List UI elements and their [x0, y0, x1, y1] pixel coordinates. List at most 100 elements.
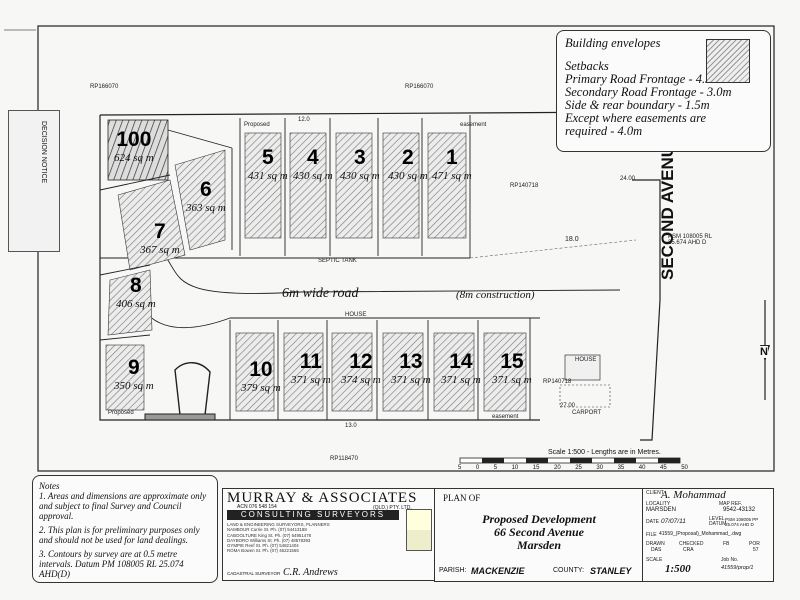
- lot-area: 371 sq m: [441, 374, 481, 386]
- note-2: 2. This plan is for preliminary purposes…: [39, 525, 200, 545]
- locality-label: LOCALITY: [646, 501, 671, 507]
- checked-label: CHECKED: [679, 541, 704, 547]
- lot-area: 367 sq m: [140, 244, 180, 256]
- second-avenue-label: SECOND AVENUE: [658, 133, 677, 280]
- client-value: A. Mohammad: [661, 489, 726, 501]
- locality-value: MARSDEN: [646, 507, 677, 513]
- lot-number: 8: [130, 274, 142, 297]
- lot-area: 406 sq m: [116, 298, 156, 310]
- scale-text: Scale 1:500 - Lengths are in Metres.: [548, 449, 661, 456]
- firm-emblem: [406, 509, 432, 551]
- firm-line: NAMBOUR Currie St. Ph. (07) 54413188: [227, 527, 307, 533]
- lot-number: 14: [449, 350, 473, 373]
- signature: C.R. Andrews: [283, 567, 338, 578]
- legend-line: Except where easements are: [565, 111, 707, 125]
- firm-line: CABOOLTURE King St. Ph. (07) 54951478: [227, 532, 312, 538]
- legend-line: Primary Road Frontage - 4.5m: [565, 72, 721, 86]
- lot-area: 374 sq m: [341, 374, 381, 386]
- lot-100-contours: [107, 119, 169, 181]
- level-value: PSM 108005 PP 25.074 AHD D: [725, 517, 759, 527]
- date-label: DATE: [646, 519, 659, 525]
- firm-line: ROMA Bowen St. Ph. (07) 46221565: [227, 548, 299, 554]
- lot-area: 430 sq m: [340, 170, 380, 182]
- firm-sub: (QLD.) PTY. LTD.: [373, 505, 412, 511]
- file-label: FILE: [646, 532, 657, 538]
- dim-24: 24.00: [620, 176, 636, 182]
- west-building-envelopes: [105, 149, 226, 411]
- mapref-label: MAP REF.: [719, 501, 742, 507]
- lot-number: 4: [307, 146, 319, 169]
- firm-line: GYMPIE Reef St. Ph. (07) 54821404: [227, 543, 299, 549]
- client-label: CLIENT: [646, 490, 664, 496]
- lot-area: 371 sq m: [291, 374, 331, 386]
- building-envelopes-legend: Building envelopes Setbacks Primary Road…: [556, 30, 771, 152]
- job-value: 41559/prop/1: [721, 565, 754, 571]
- firm-name: MURRAY & ASSOCIATES: [227, 490, 418, 506]
- lot-number: 11: [299, 350, 322, 373]
- road-ref-3: RP140718: [510, 183, 539, 189]
- firm-line: LAND & ENGINEERING SURVEYORS, PLANNERS: [227, 522, 330, 527]
- lot-number: 6: [200, 178, 212, 201]
- lot-number: 12: [349, 350, 373, 373]
- level-label: LEVEL DATUM: [709, 516, 727, 527]
- lot-area: 363 sq m: [186, 202, 226, 214]
- lot-area: 371 sq m: [391, 374, 431, 386]
- note-3: 3. Contours by survey are at 0.5 metre i…: [39, 549, 184, 579]
- scale-tick: 0: [475, 465, 480, 471]
- hatch-swatch: [706, 39, 750, 83]
- county-label: COUNTY:: [553, 567, 585, 574]
- lot-number: 2: [402, 146, 414, 169]
- legend-line: required - 4.0m: [565, 124, 643, 138]
- firm-offices: LAND & ENGINEERING SURVEYORS, PLANNERS N…: [227, 522, 407, 554]
- proposed-label-bottom: Proposed: [108, 410, 134, 416]
- scale-tick: 10: [511, 465, 519, 471]
- lot-number: 15: [500, 350, 524, 373]
- scale-tick: 25: [575, 465, 582, 471]
- lot-area: 371 sq m: [492, 374, 532, 386]
- lot-number: 13: [399, 350, 423, 373]
- scale-bar: [459, 457, 681, 464]
- plan-info-block: CLIENT A. Mohammad LOCALITY MARSDEN MAP …: [642, 488, 774, 582]
- septic-label: SEPTIC TANK: [318, 258, 357, 264]
- scale-tick: 20: [553, 465, 561, 471]
- notes-title: Notes: [39, 481, 60, 491]
- lot-number: 9: [128, 356, 140, 379]
- lot-number: 100: [116, 128, 152, 151]
- scale-value: 1:500: [665, 563, 691, 575]
- title-line-2: 66 Second Avenue: [494, 525, 584, 539]
- plan-title-block: PLAN OF Proposed Development 66 Second A…: [434, 488, 644, 582]
- fb-label: FB: [723, 541, 730, 547]
- dim-13: 13.0: [345, 423, 357, 429]
- easement-label-bottom: easement: [492, 414, 519, 420]
- legend-line: Secondary Road Frontage - 3.0m: [565, 85, 732, 99]
- carport-label: CARPORT: [572, 410, 602, 416]
- por-label: POR: [749, 541, 760, 547]
- road-ref-1: RP166070: [90, 84, 119, 90]
- lot-number: 3: [354, 146, 366, 169]
- surveyor-label: CADASTRAL SURVEYOR: [227, 571, 281, 576]
- proposed-label-top: Proposed: [244, 122, 270, 128]
- notes-box: Notes 1. Areas and dimensions are approx…: [32, 475, 218, 583]
- county-value: STANLEY: [590, 566, 632, 576]
- dim-27: 27.00: [560, 403, 576, 409]
- scale-tick: 15: [532, 465, 540, 471]
- firm-line: DAYBORO Williams St. Ph. (07) 48578393: [227, 537, 311, 543]
- por-value: 57: [753, 547, 759, 553]
- lot-number: 5: [262, 146, 274, 169]
- lot-area: 430 sq m: [388, 170, 428, 182]
- note-1: 1. Areas and dimensions are approximate …: [39, 491, 207, 521]
- lot-number: 7: [154, 220, 166, 243]
- lot-area: 431 sq m: [248, 170, 288, 182]
- house-label-right: HOUSE: [575, 357, 597, 363]
- easement-label-top: easement: [460, 122, 487, 128]
- road-ref-5: RP118470: [330, 456, 358, 462]
